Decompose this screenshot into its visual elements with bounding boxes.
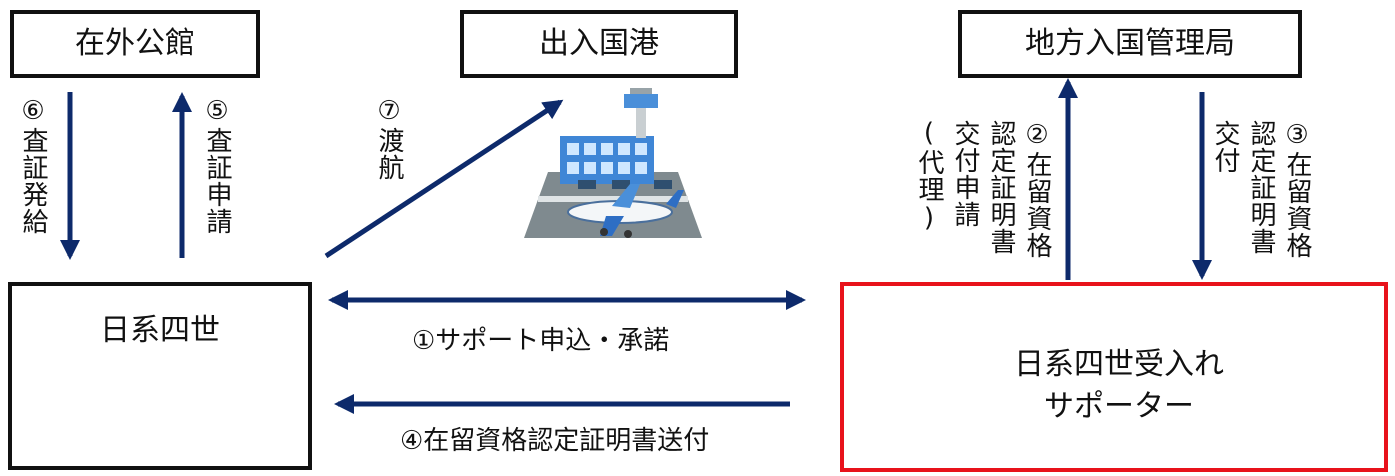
edge-label-support-agreement: ①サポート申込・承諾 <box>412 326 670 356</box>
edge-label-coe-application-col1: ②在留資格 <box>1022 120 1052 259</box>
airport-illustration <box>524 88 702 238</box>
node-fourth-generation-nikkei: 日系四世 <box>8 282 312 470</box>
node-overseas-mission-label: 在外公館 <box>75 26 195 61</box>
node-port-of-entry-label: 出入国港 <box>539 26 659 61</box>
edge-label-travel: ⑦渡航 <box>374 96 404 181</box>
edge-label-coe-sending: ④在留資格認定証明書送付 <box>400 426 710 456</box>
arrow-travel <box>324 99 564 259</box>
edge-label-visa-issue: ⑥査証発給 <box>18 96 48 235</box>
edge-label-coe-issue-col2: 認定証明書 <box>1246 120 1276 255</box>
edge-label-coe-issue-col1: ③在留資格 <box>1282 120 1312 259</box>
node-supporter: 日系四世受入れ サポーター <box>840 282 1388 472</box>
edge-label-coe-application-col4: (代理) <box>914 118 944 234</box>
node-immigration-bureau-label: 地方入国管理局 <box>1025 26 1235 61</box>
edge-label-visa-apply: ⑤査証申請 <box>202 96 232 235</box>
node-immigration-bureau: 地方入国管理局 <box>958 10 1302 78</box>
node-fourth-generation-nikkei-label: 日系四世 <box>100 313 220 348</box>
node-port-of-entry: 出入国港 <box>460 10 738 78</box>
node-supporter-label-line2: サポーター <box>1044 389 1194 424</box>
edge-label-coe-application-col2: 認定証明書 <box>986 120 1016 255</box>
node-supporter-label-line1: 日系四世受入れ <box>1014 347 1224 382</box>
edge-label-coe-application-col3: 交付申請 <box>950 120 980 228</box>
node-overseas-mission: 在外公館 <box>10 10 260 78</box>
node-supporter-label: 日系四世受入れ サポーター <box>974 344 1264 428</box>
edge-label-coe-issue-col3: 交付 <box>1210 120 1240 174</box>
